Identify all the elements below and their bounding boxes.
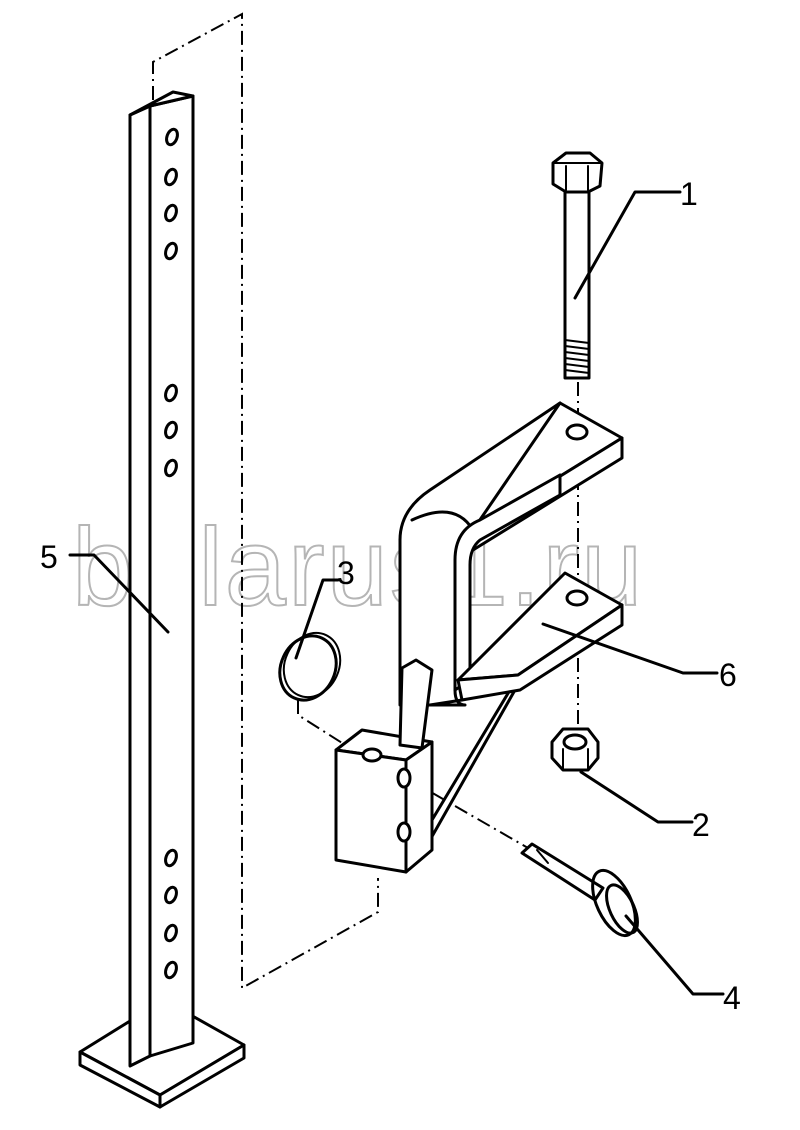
lock-pin	[520, 842, 639, 938]
post-holes	[164, 127, 179, 980]
stand-post	[78, 90, 246, 1109]
callout-6: 6	[719, 657, 737, 693]
callout-5: 5	[40, 539, 58, 575]
bolt	[551, 151, 604, 380]
callout-1: 1	[680, 176, 698, 212]
u-bracket	[334, 401, 624, 874]
assembly-guide-lines	[152, 12, 579, 990]
callout-3: 3	[337, 555, 355, 591]
leader-lines	[68, 190, 725, 996]
callout-labels: 1 2 3 4 5 6	[40, 176, 741, 1016]
spring-ring	[278, 631, 342, 702]
bolt-thread	[564, 339, 590, 374]
callout-2: 2	[692, 807, 710, 843]
nut	[550, 727, 600, 772]
callout-4: 4	[723, 980, 741, 1016]
